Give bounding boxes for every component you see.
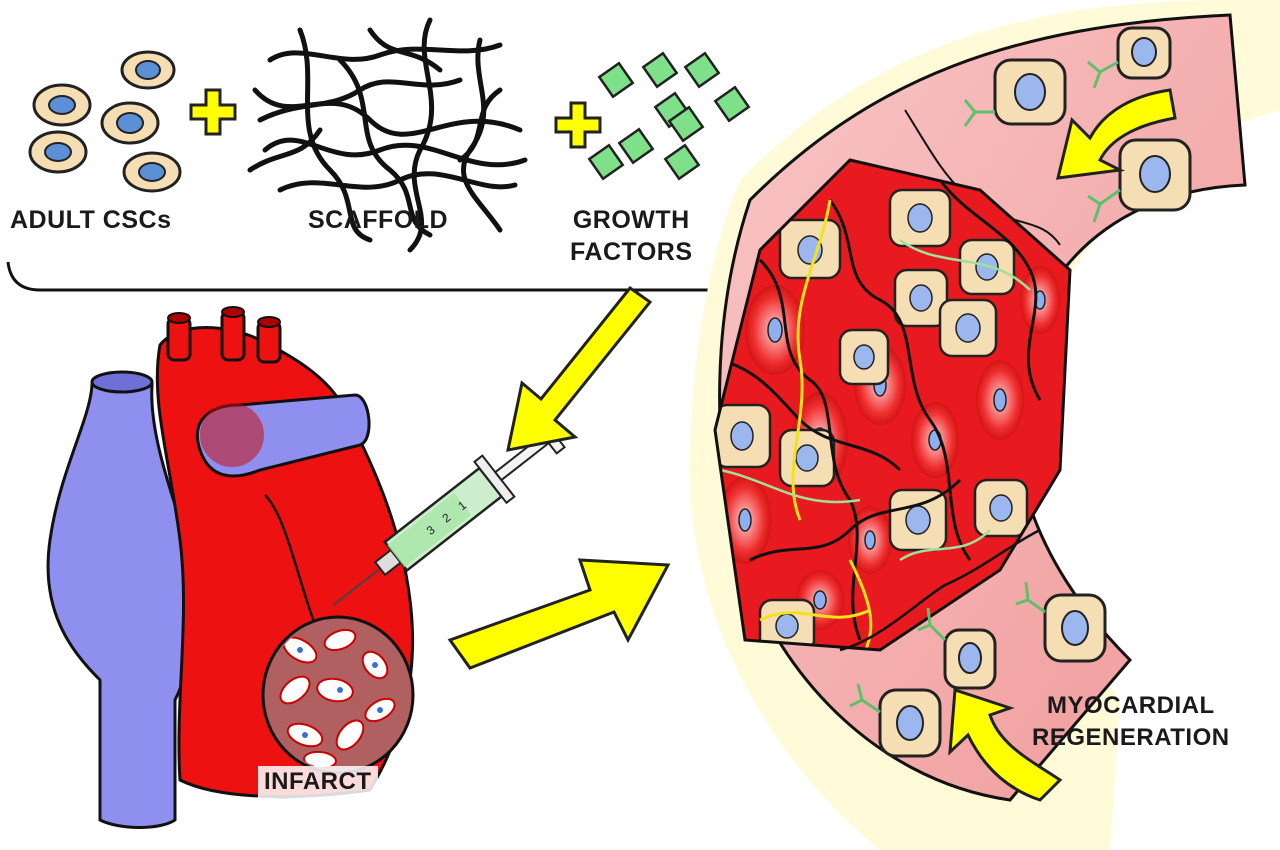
growth-factors-group [587, 51, 751, 181]
csc-cell [122, 151, 182, 193]
native-cells-bottom [839, 528, 1107, 758]
label-myocardial-line1: MYOCARDIAL [1046, 692, 1215, 719]
csc-cell [100, 101, 160, 145]
native-cells-top [963, 26, 1192, 223]
label-myocardial-line2: REGENERATION [1032, 724, 1230, 751]
label-myocardial-regeneration: MYOCARDIAL REGENERATION [1032, 690, 1230, 754]
label-infarct: INFARCT [258, 766, 378, 798]
adult-cscs-group [28, 50, 182, 193]
arrow-inward-top-icon [1056, 88, 1177, 180]
syringe: 3 2 1 [332, 417, 566, 607]
csc-cell [120, 50, 176, 90]
label-adult-cscs: ADULT CSCs [10, 206, 172, 234]
label-growth-line2: FACTORS [570, 238, 693, 266]
myocardial-tissue-section [690, 0, 1280, 850]
infarct-zone [261, 615, 415, 775]
label-growth-line1: GROWTH [572, 206, 690, 234]
scaffold-fibers [247, 17, 528, 253]
heart-illustration [46, 306, 415, 829]
arrow-up-right-icon [447, 558, 671, 670]
arrow-down-left-icon [506, 285, 653, 452]
label-scaffold: SCAFFOLD [308, 206, 449, 234]
csc-cell [32, 83, 92, 127]
plus-sign-icon [554, 101, 602, 149]
csc-cell [28, 130, 88, 174]
label-growth-factors: GROWTH FACTORS [570, 204, 693, 268]
arrow-inward-bottom-icon [948, 687, 1063, 802]
plus-sign-icon [189, 88, 237, 136]
